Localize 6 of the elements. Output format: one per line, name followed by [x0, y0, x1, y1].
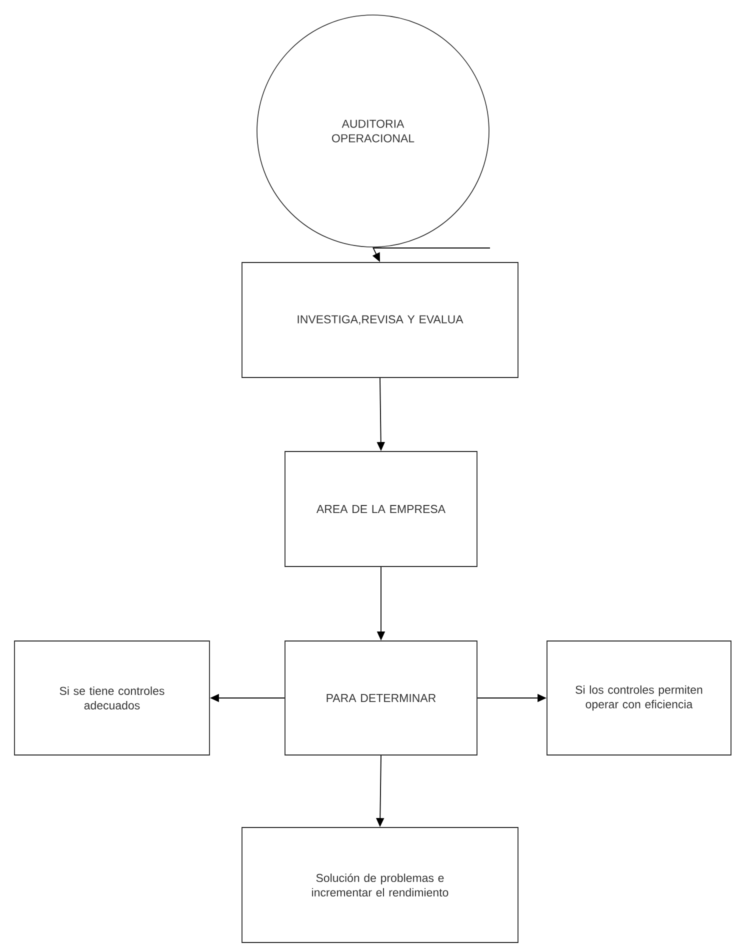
process-box: INVESTIGA,REVISA Y EVALUA	[242, 262, 518, 378]
process-box: Si se tiene controles adecuados	[14, 640, 210, 756]
process-box: Solución de problemas e incrementar el rendimiento	[242, 827, 518, 943]
process-box: Si los controles permiten operar con eficiencia	[546, 640, 732, 756]
process-box: PARA DETERMINAR	[284, 640, 478, 756]
process-box: AREA DE LA EMPRESA	[284, 451, 478, 567]
